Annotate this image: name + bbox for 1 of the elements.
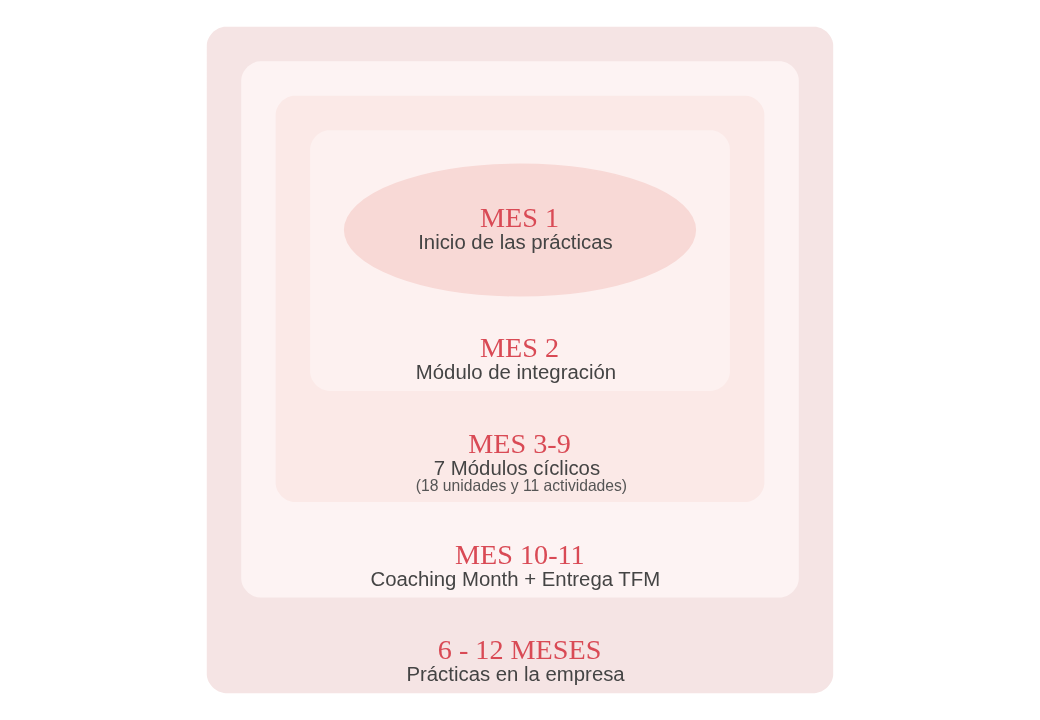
node-ellipse: MES 1 Inicio de las prácticas xyxy=(343,163,697,297)
